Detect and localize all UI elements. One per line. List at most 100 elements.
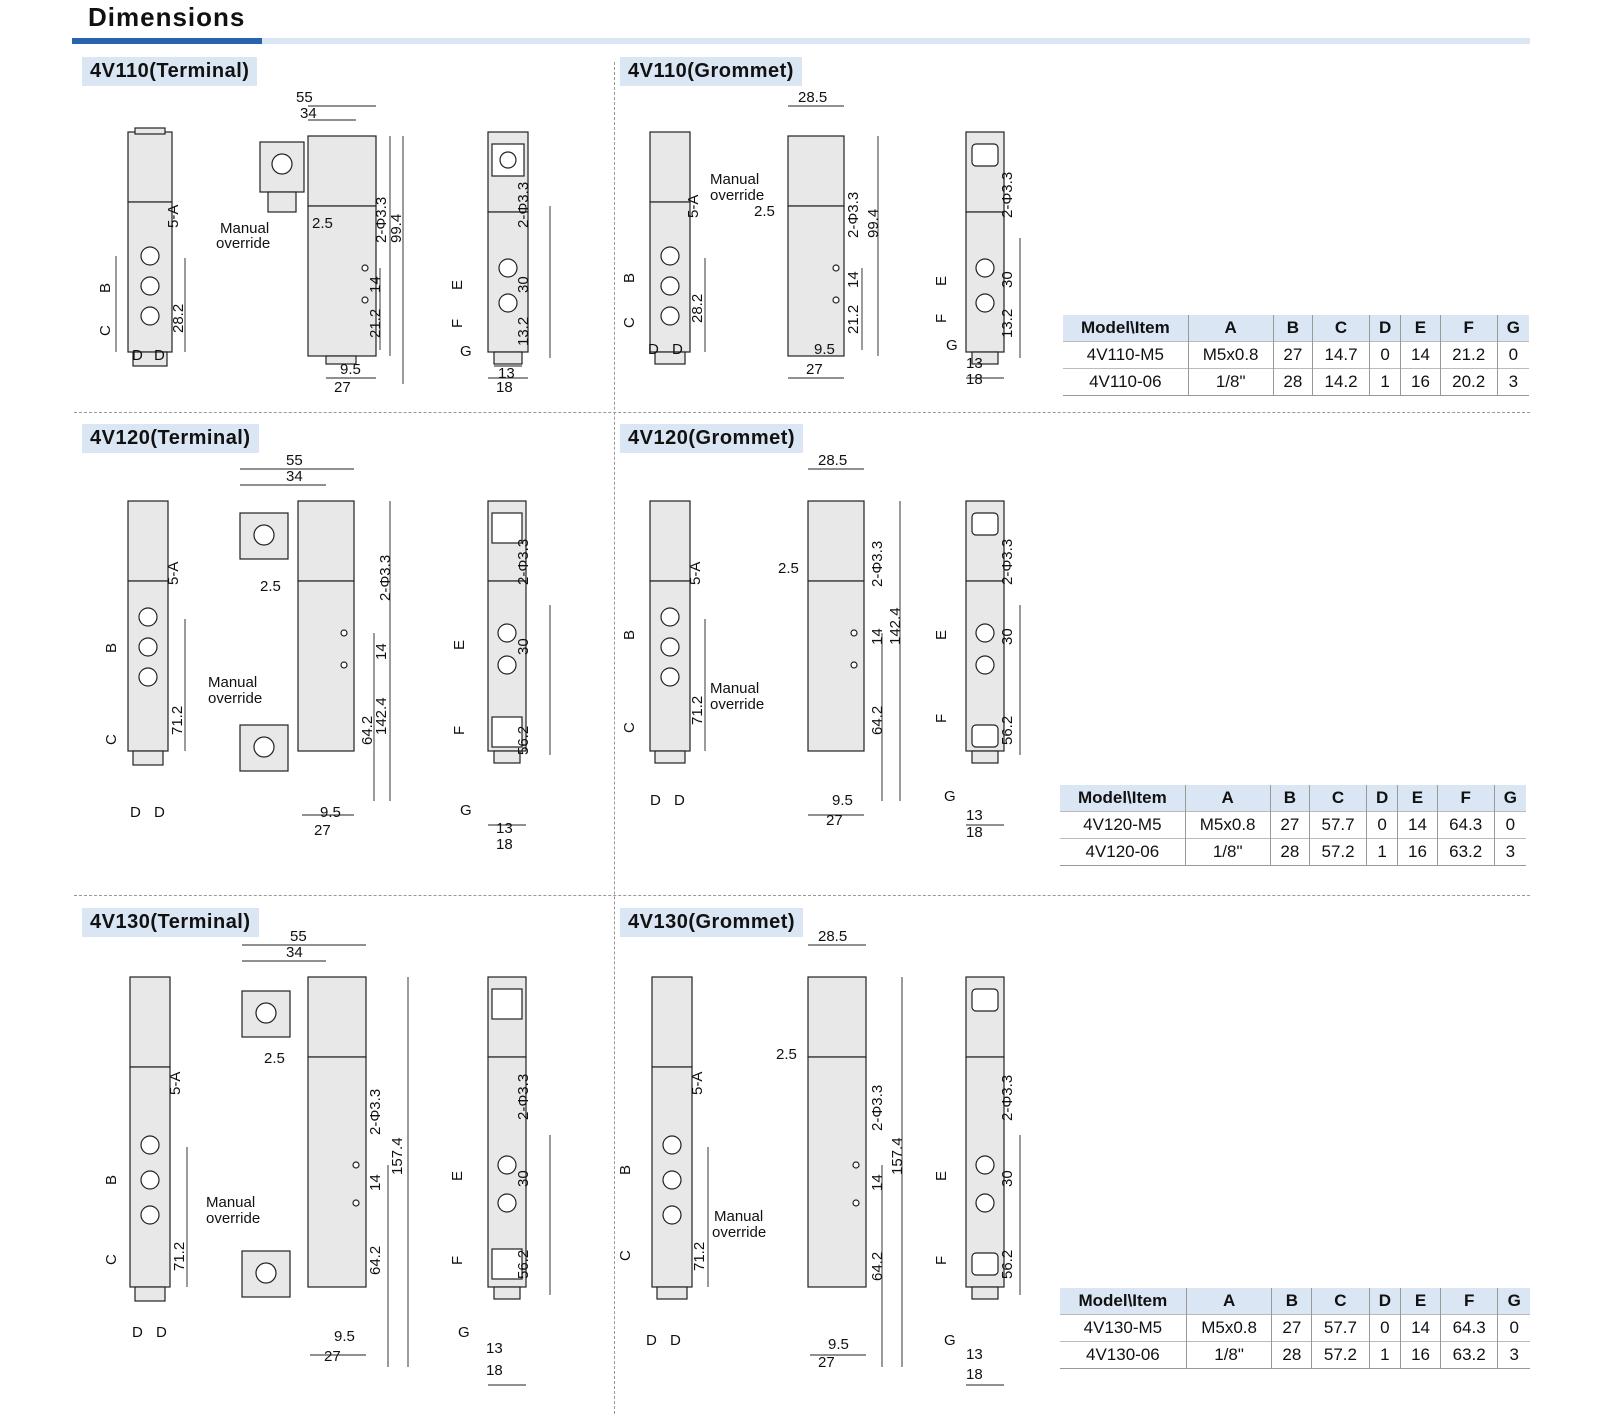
svg-text:13: 13 (966, 807, 983, 824)
svg-text:99.4: 99.4 (865, 209, 882, 238)
svg-text:C: C (97, 325, 114, 336)
svg-text:157.4: 157.4 (389, 1137, 406, 1175)
svg-text:D: D (650, 792, 661, 809)
table-header: A (1185, 785, 1271, 812)
svg-text:13: 13 (496, 820, 513, 837)
drawing-4v110-terminal: 55 34 Manual override 2.5 9.5 27 13 18 G… (97, 89, 551, 396)
svg-text:Manual: Manual (714, 1208, 763, 1225)
svg-text:5-A: 5-A (685, 195, 702, 218)
table-header: A (1186, 1288, 1273, 1315)
svg-text:5-A: 5-A (689, 1072, 706, 1095)
svg-text:override: override (208, 690, 262, 707)
svg-text:D: D (132, 347, 143, 364)
svg-text:14: 14 (869, 628, 886, 645)
svg-text:28.2: 28.2 (689, 294, 706, 323)
svg-text:27: 27 (826, 812, 843, 829)
svg-text:55: 55 (296, 89, 313, 106)
svg-text:2-Φ3.3: 2-Φ3.3 (845, 192, 862, 238)
svg-text:B: B (97, 283, 114, 293)
svg-text:21.2: 21.2 (845, 305, 862, 334)
svg-text:9.5: 9.5 (320, 804, 341, 821)
title-underline-accent (72, 38, 262, 44)
svg-text:13.2: 13.2 (999, 309, 1016, 338)
table-header: D (1366, 785, 1399, 812)
svg-text:D: D (156, 1324, 167, 1341)
svg-text:18: 18 (486, 1362, 503, 1379)
svg-text:30: 30 (515, 276, 532, 293)
svg-text:E: E (449, 1171, 466, 1181)
svg-text:28.5: 28.5 (818, 928, 847, 945)
svg-text:18: 18 (966, 824, 983, 841)
svg-text:28.5: 28.5 (798, 89, 827, 106)
svg-text:30: 30 (999, 271, 1016, 288)
svg-text:55: 55 (290, 928, 307, 945)
table-header: Model\Item (1063, 315, 1189, 342)
svg-text:F: F (451, 726, 468, 735)
svg-text:30: 30 (999, 628, 1016, 645)
svg-text:13: 13 (486, 1340, 503, 1357)
table-header: G (1497, 1288, 1530, 1315)
svg-text:2-Φ3.3: 2-Φ3.3 (373, 197, 390, 243)
svg-text:2.5: 2.5 (776, 1046, 797, 1063)
svg-text:27: 27 (818, 1354, 835, 1371)
svg-text:F: F (933, 1256, 950, 1265)
svg-text:B: B (103, 643, 120, 653)
drawing-4v110-grommet: 28.5 Manual override 2.5 9.5 27 13 18 G … (621, 89, 1021, 388)
svg-text:2.5: 2.5 (264, 1050, 285, 1067)
svg-text:D: D (154, 347, 165, 364)
section-label-4v110-grommet: 4V110(Grommet) (620, 57, 802, 86)
svg-text:C: C (617, 1250, 634, 1261)
svg-text:2.5: 2.5 (260, 578, 281, 595)
table-header: F (1440, 315, 1498, 342)
svg-text:F: F (449, 319, 466, 328)
svg-text:2.5: 2.5 (754, 203, 775, 220)
svg-text:18: 18 (496, 379, 513, 396)
svg-text:G: G (944, 788, 956, 805)
svg-text:override: override (216, 235, 270, 252)
drawing-4v120-grommet: 28.5 2.5 Manual override 9.5 27 13 18 G … (621, 452, 1021, 841)
svg-text:64.2: 64.2 (869, 1252, 886, 1281)
svg-text:14: 14 (373, 643, 390, 660)
table-header: C (1311, 1288, 1370, 1315)
svg-text:34: 34 (286, 468, 303, 485)
svg-text:D: D (646, 1332, 657, 1349)
svg-text:30: 30 (999, 1170, 1016, 1187)
svg-text:71.2: 71.2 (691, 1242, 708, 1271)
svg-text:C: C (103, 734, 120, 745)
table-header: B (1273, 315, 1314, 342)
svg-text:71.2: 71.2 (171, 1242, 188, 1271)
svg-text:27: 27 (314, 822, 331, 839)
table-header: E (1397, 785, 1438, 812)
svg-text:D: D (672, 341, 683, 358)
svg-text:2.5: 2.5 (312, 215, 333, 232)
svg-text:27: 27 (806, 361, 823, 378)
table-header: E (1400, 1288, 1441, 1315)
svg-text:D: D (130, 804, 141, 821)
svg-text:71.2: 71.2 (169, 706, 186, 735)
svg-text:override: override (710, 696, 764, 713)
svg-text:5-A: 5-A (165, 562, 182, 585)
svg-text:Manual: Manual (710, 680, 759, 697)
svg-text:E: E (933, 1171, 950, 1181)
svg-text:142.4: 142.4 (887, 607, 904, 645)
table-header: D (1369, 315, 1402, 342)
svg-text:Manual: Manual (710, 171, 759, 188)
svg-text:D: D (154, 804, 165, 821)
svg-text:56.2: 56.2 (515, 726, 532, 755)
svg-text:13: 13 (966, 355, 983, 372)
page-title: Dimensions (88, 2, 246, 32)
svg-text:30: 30 (515, 638, 532, 655)
svg-text:F: F (933, 314, 950, 323)
row-divider (74, 895, 1530, 896)
svg-text:5-A: 5-A (165, 205, 182, 228)
svg-text:2-Φ3.3: 2-Φ3.3 (515, 182, 532, 228)
svg-text:13: 13 (966, 1346, 983, 1363)
svg-text:G: G (944, 1332, 956, 1349)
svg-text:28.5: 28.5 (818, 452, 847, 469)
svg-text:14: 14 (869, 1174, 886, 1191)
